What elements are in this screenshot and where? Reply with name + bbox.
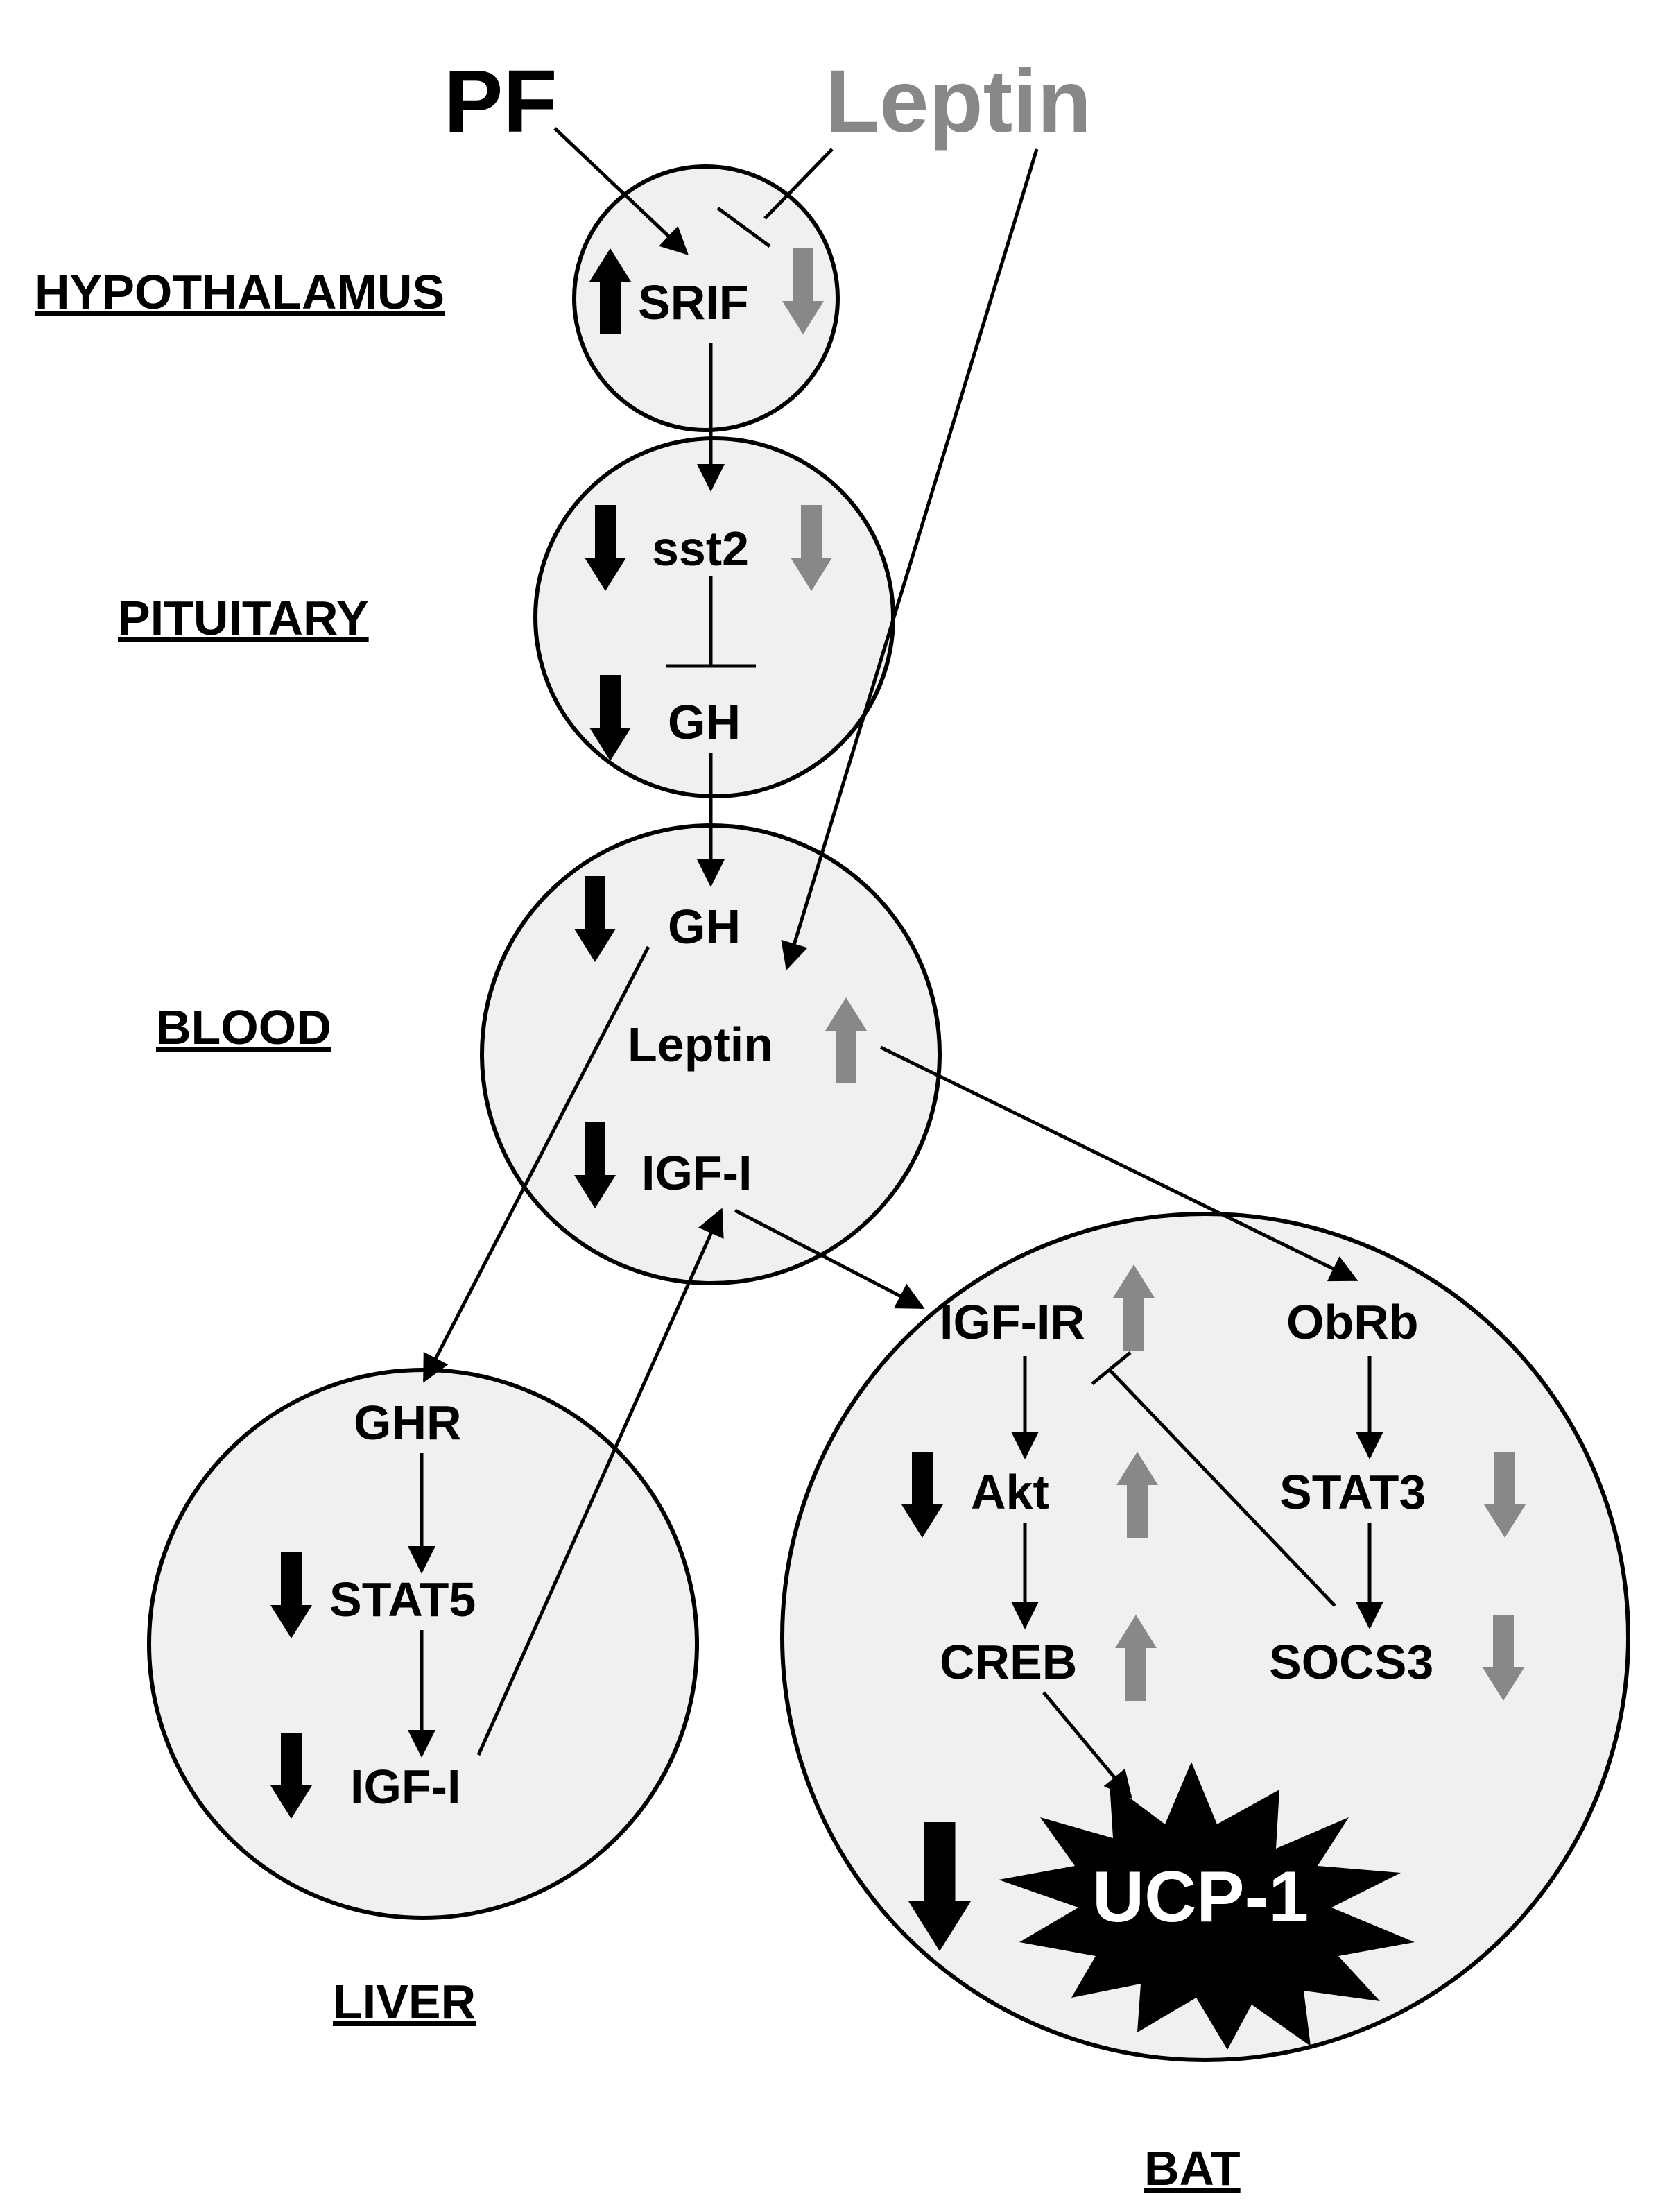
blood-gh-to-ghr-arrow bbox=[422, 945, 650, 1383]
leptin-inhibits-srif bbox=[716, 148, 834, 248]
pituitary-gh-node: GH bbox=[668, 695, 741, 749]
bat-label: BAT bbox=[1144, 2141, 1241, 2195]
leptin-input-label: Leptin bbox=[825, 52, 1091, 151]
blood-igf1-node: IGF-I bbox=[641, 1146, 752, 1200]
sst2-inhibits-gh bbox=[666, 576, 756, 668]
bat-cell bbox=[780, 1212, 1630, 2062]
blood-label: BLOOD bbox=[156, 1000, 331, 1054]
pituitary-label: PITUITARY bbox=[118, 591, 369, 645]
srif-node: SRIF bbox=[638, 275, 748, 329]
liver-igf1-node: IGF-I bbox=[350, 1760, 460, 1814]
pf-label: PF bbox=[444, 52, 558, 151]
liver-label: LIVER bbox=[333, 1975, 476, 2029]
stat3-node: STAT3 bbox=[1279, 1465, 1426, 1519]
socs3-node: SOCS3 bbox=[1269, 1635, 1433, 1689]
liver-igf1-to-blood-igf1-arrow bbox=[476, 1208, 724, 1756]
akt-node: Akt bbox=[971, 1465, 1049, 1519]
ghr-node: GHR bbox=[354, 1396, 462, 1450]
blood-leptin-to-obrb-arrow bbox=[879, 1045, 1358, 1282]
leptin-to-blood-leptin-arrow bbox=[781, 148, 1039, 970]
creb-to-ucp1-arrow bbox=[1042, 1691, 1132, 1799]
blood-gh-node: GH bbox=[668, 900, 741, 954]
hypothalamus-cell bbox=[572, 164, 840, 432]
blood-leptin-node: Leptin bbox=[628, 1018, 773, 1072]
pf-to-srif-arrow bbox=[553, 127, 689, 255]
ucp1-starburst bbox=[999, 1762, 1415, 2050]
blood-igf1-to-igf1r-arrow bbox=[734, 1208, 925, 1310]
obrb-node: ObRb bbox=[1286, 1295, 1419, 1349]
arrow-down-black-icon bbox=[908, 1822, 971, 1951]
stat5-node: STAT5 bbox=[329, 1572, 476, 1627]
ucp1-node: UCP-1 bbox=[1092, 1857, 1309, 1937]
igf1r-node: IGF-IR bbox=[940, 1295, 1085, 1349]
sst2-node: sst2 bbox=[652, 522, 749, 576]
socs3-inhibits-igf1r bbox=[1091, 1351, 1336, 1607]
hypothalamus-label: HYPOTHALAMUS bbox=[35, 265, 445, 319]
creb-node: CREB bbox=[940, 1635, 1077, 1689]
